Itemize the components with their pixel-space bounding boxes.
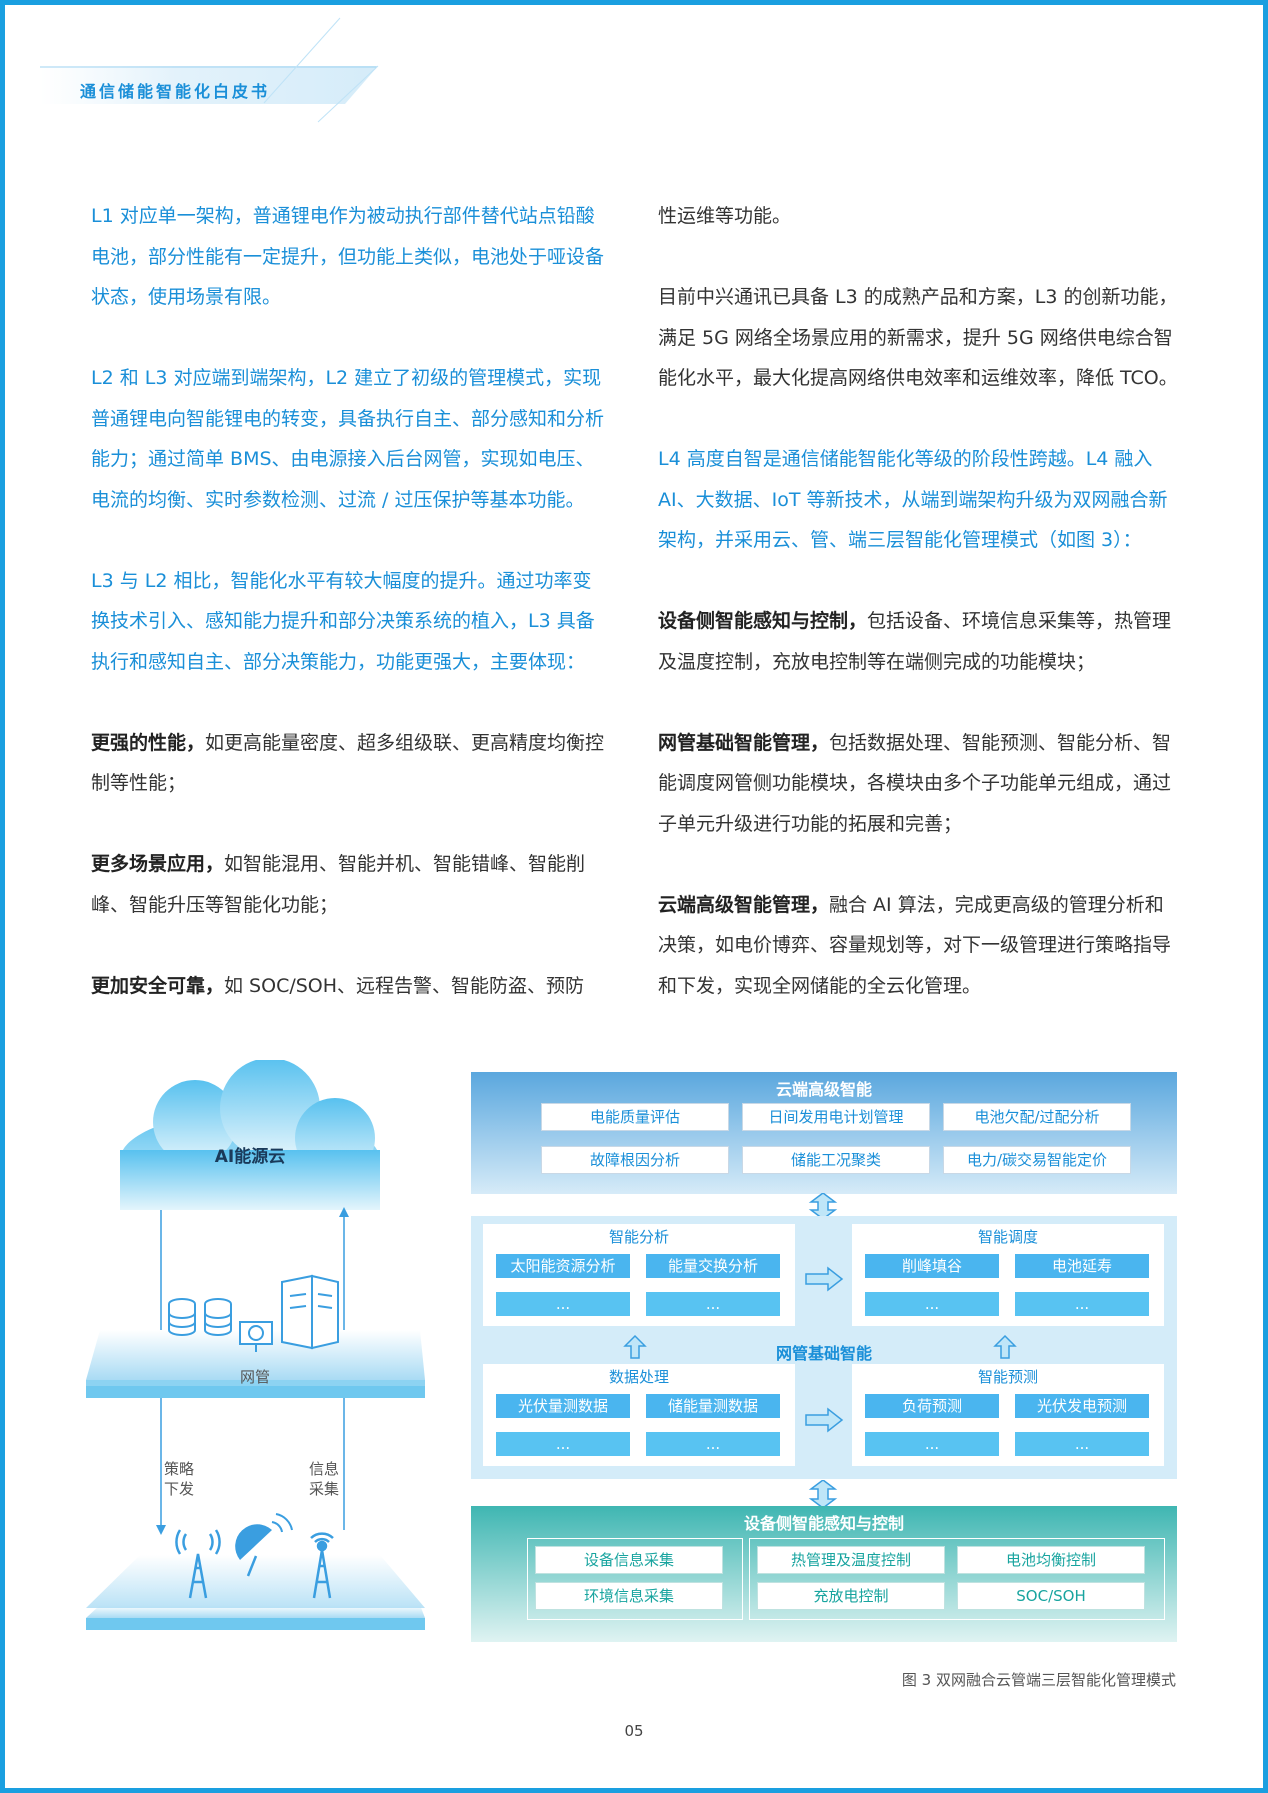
panel-title: 网管基础智能 [775, 1344, 872, 1363]
module-item: 负荷预测 [865, 1394, 999, 1418]
right-arrow-icon [805, 1407, 844, 1433]
paragraph-zte: 目前中兴通讯已具备 L3 的成熟产品和方案，L3 的创新功能，满足 5G 网络全… [658, 286, 1178, 389]
double-arrow-icon [808, 1480, 838, 1508]
module-title: 智能分析 [608, 1228, 669, 1246]
paragraph-scenarios: 更多场景应用，如智能混用、智能并机、智能错峰、智能削峰、智能升压等智能化功能； [91, 844, 607, 925]
device-item: 设备信息采集 [535, 1546, 723, 1574]
paragraph-text: 如 SOC/SOH、远程告警、智能防盗、预防 [224, 974, 585, 997]
cloud-item: 电力/碳交易智能定价 [943, 1146, 1131, 1174]
module-item: 削峰填谷 [865, 1254, 999, 1278]
paragraph-cloud: 云端高级智能管理，融合 AI 算法，完成更高级的管理分析和决策，如电价博弈、容量… [658, 885, 1178, 1007]
antenna-tower-icon [310, 1532, 334, 1599]
module-item: ... [1015, 1432, 1149, 1456]
prediction-module: 智能预测 负荷预测 光伏发电预测 ... ... [852, 1364, 1164, 1466]
page-number: 05 [624, 1722, 644, 1740]
device-platform [86, 1555, 425, 1630]
cell-tower-icon [175, 1529, 221, 1599]
paragraph-text: 包括设备、环境信息采集等，热管理及温度控制，充放电控制等在端侧完成的功能模块； [658, 610, 1172, 673]
dispatch-module: 智能调度 削峰填谷 电池延寿 ... ... [852, 1224, 1164, 1326]
paragraph-performance: 更强的性能，如更高能量密度、超多组级联、更高精度均衡控制等性能； [91, 723, 607, 804]
cloud-item: 电能质量评估 [541, 1103, 729, 1131]
up-arrow-icon [623, 1334, 647, 1359]
device-intelligence-panel: 设备侧智能感知与控制 设备信息采集 环境信息采集 热管理及温度控制 充放电控制 … [471, 1506, 1177, 1642]
header-decoration [40, 17, 379, 123]
module-title: 智能调度 [977, 1228, 1038, 1246]
architecture-figure: AI能源云 网管 策略 下发 信息 采集 云端高级智能 电能质量评估 日间发用电… [0, 1060, 1268, 1660]
module-item: 电池延寿 [1015, 1254, 1149, 1278]
device-item: 环境信息采集 [535, 1582, 723, 1610]
module-item: ... [865, 1432, 999, 1456]
cloud-intelligence-panel: 云端高级智能 电能质量评估 日间发用电计划管理 电池欠配/过配分析 故障根因分析… [471, 1072, 1177, 1194]
module-item: 储能量测数据 [646, 1394, 780, 1418]
paragraph-safety: 更加安全可靠，如 SOC/SOH、远程告警、智能防盗、预防 [91, 966, 607, 1007]
monitor-icon [239, 1321, 273, 1352]
double-arrow-icon [808, 1193, 838, 1219]
bold-lead: 更多场景应用， [91, 853, 225, 875]
server-icon [281, 1274, 339, 1350]
device-item: SOC/SOH [957, 1582, 1145, 1610]
nms-platform [86, 1330, 425, 1398]
bold-lead: 云端高级智能管理， [658, 893, 830, 916]
module-item: ... [646, 1292, 780, 1316]
module-item: 太阳能资源分析 [496, 1254, 630, 1278]
right-column: 性运维等功能。 目前中兴通讯已具备 L3 的成熟产品和方案，L3 的创新功能，满… [658, 196, 1178, 1047]
info-collect-label: 信息 采集 [308, 1460, 339, 1498]
module-title: 智能预测 [977, 1368, 1038, 1386]
paragraph-text: 如更高能量密度、超多组级联、更高精度均衡控制等性能； [91, 731, 605, 795]
ai-cloud-label: AI能源云 [214, 1147, 286, 1167]
module-item: 光伏量测数据 [496, 1394, 630, 1418]
module-item: ... [1015, 1292, 1149, 1316]
paragraph-text: 融合 AI 算法，完成更高级的管理分析和决策，如电价博弈、容量规划等，对下一级管… [658, 893, 1172, 997]
database-icon [168, 1298, 232, 1336]
cloud-item: 日间发用电计划管理 [742, 1103, 930, 1131]
device-item: 热管理及温度控制 [757, 1546, 945, 1574]
bold-lead: 更强的性能， [91, 731, 206, 754]
up-arrow-icon [993, 1334, 1017, 1359]
bold-lead: 更加安全可靠， [91, 974, 225, 997]
panel-title: 云端高级智能 [775, 1080, 872, 1099]
module-item: 能量交换分析 [646, 1254, 780, 1278]
bold-lead: 网管基础智能管理， [658, 731, 830, 754]
document-title: 通信储能智能化白皮书 [80, 82, 271, 101]
cloud-item: 储能工况聚类 [742, 1146, 930, 1174]
cloud-item: 电池欠配/过配分析 [943, 1103, 1131, 1131]
paragraph-l2-l3: L2 和 L3 对应端到端架构，L2 建立了初级的管理模式，实现普通锂电向智能锂… [91, 367, 605, 511]
bold-lead: 设备侧智能感知与控制， [658, 610, 868, 632]
paragraph-text: 如智能混用、智能并机、智能错峰、智能削峰、智能升压等智能化功能； [91, 853, 586, 916]
device-item: 充放电控制 [757, 1582, 945, 1610]
figure-caption: 图 3 双网融合云管端三层智能化管理模式 [901, 1671, 1176, 1689]
nms-intelligence-panel: 智能分析 太阳能资源分析 能量交换分析 ... ... 智能调度 削峰填谷 电池… [471, 1216, 1177, 1479]
paragraph-l3: L3 与 L2 相比，智能化水平有较大幅度的提升。通过功率变换技术引入、感知能力… [91, 569, 595, 673]
module-item: ... [496, 1432, 630, 1456]
data-processing-module: 数据处理 光伏量测数据 储能量测数据 ... ... [483, 1364, 795, 1466]
right-arrow-icon [805, 1266, 844, 1292]
module-item: 光伏发电预测 [1015, 1394, 1149, 1418]
nms-label: 网管 [239, 1368, 270, 1386]
device-item: 电池均衡控制 [957, 1546, 1145, 1574]
strategy-down-label: 策略 下发 [163, 1460, 194, 1498]
collection-group [527, 1538, 743, 1620]
paragraph-text: 包括数据处理、智能预测、智能分析、智能调度网管侧功能模块，各模块由多个子功能单元… [658, 731, 1172, 835]
left-column: L1 对应单一架构，普通锂电作为被动执行部件替代站点铅酸电池，部分性能有一定提升… [91, 196, 607, 1047]
paragraph-continued: 性运维等功能。 [658, 205, 792, 227]
module-item: ... [646, 1432, 780, 1456]
cloud-icon [120, 1060, 380, 1210]
paragraph-nms: 网管基础智能管理，包括数据处理、智能预测、智能分析、智能调度网管侧功能模块，各模… [658, 723, 1178, 845]
module-item: ... [865, 1292, 999, 1316]
paragraph-device: 设备侧智能感知与控制，包括设备、环境信息采集等，热管理及温度控制，充放电控制等在… [658, 601, 1178, 682]
analysis-module: 智能分析 太阳能资源分析 能量交换分析 ... ... [483, 1224, 795, 1326]
left-illustration [86, 1060, 425, 1630]
cloud-item: 故障根因分析 [541, 1146, 729, 1174]
panel-title: 设备侧智能感知与控制 [743, 1514, 904, 1533]
control-group [749, 1538, 1165, 1620]
paragraph-l4: L4 高度自智是通信储能智能化等级的阶段性跨越。L4 融入AI、大数据、IoT … [658, 448, 1168, 551]
satellite-dish-icon [235, 1513, 293, 1577]
module-title: 数据处理 [608, 1368, 669, 1386]
module-item: ... [496, 1292, 630, 1316]
paragraph-l1: L1 对应单一架构，普通锂电作为被动执行部件替代站点铅酸电池，部分性能有一定提升… [91, 205, 605, 308]
